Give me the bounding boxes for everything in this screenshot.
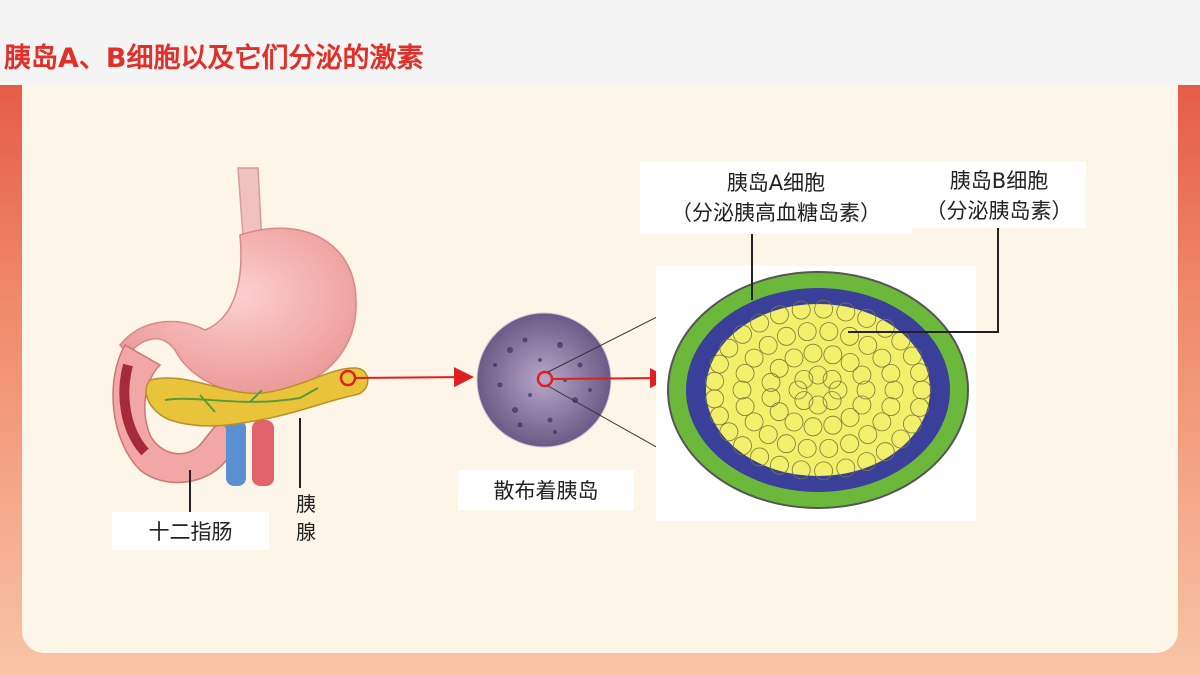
islet-cell	[872, 412, 892, 432]
islet-cell	[858, 335, 878, 355]
islet-cell	[803, 417, 823, 437]
islet-cell	[705, 389, 724, 409]
islet-cell	[903, 414, 922, 434]
islet-cell	[808, 365, 828, 385]
b-cell-label: 胰岛B细胞 （分泌胰岛素）	[912, 162, 1086, 228]
islet-cell	[710, 354, 729, 374]
islet-cell	[910, 363, 929, 383]
islet-cell	[823, 415, 843, 435]
islet-cell	[744, 412, 764, 432]
islets-label: 散布着胰岛	[458, 470, 634, 510]
islet-cell	[808, 395, 828, 415]
islet-cell	[852, 395, 872, 415]
islet-cell	[719, 338, 739, 358]
stomach	[119, 227, 357, 396]
islet-cell	[788, 380, 808, 400]
histology-section	[476, 312, 612, 448]
islet-cell	[903, 346, 922, 366]
duodenum-label: 十二指肠	[112, 512, 269, 550]
islet-cell	[794, 391, 814, 411]
a-cell-label-line1: 胰岛A细胞	[726, 171, 826, 195]
vein	[226, 420, 246, 486]
islet-cell	[719, 422, 739, 442]
islet-cell	[819, 322, 839, 342]
islet-cell	[761, 372, 781, 392]
islet-cell	[791, 460, 811, 480]
islet-cell	[858, 425, 878, 445]
islet-cell	[828, 380, 848, 400]
islet-cell	[784, 348, 804, 368]
islet-cell	[875, 318, 895, 338]
pancreas-label-line2: 腺	[296, 520, 316, 544]
islet-cell	[840, 408, 860, 427]
islet-cell	[814, 299, 833, 319]
pancreas-label-line1: 胰	[296, 492, 316, 516]
islet-cell	[823, 345, 843, 365]
islet-cell	[710, 406, 729, 426]
arrow-2	[551, 368, 670, 389]
header-bar	[0, 0, 1200, 85]
islet-cell	[791, 300, 811, 320]
islet-cell	[875, 442, 895, 462]
islet-cell	[732, 380, 752, 400]
page-title: 胰岛A、B细胞以及它们分泌的激素	[4, 43, 424, 74]
b-cell-label-line2: （分泌胰岛素）	[925, 199, 1073, 223]
islet-cell	[769, 402, 789, 422]
arrow-1	[355, 367, 474, 388]
islet-cell	[784, 412, 804, 432]
islet-cell	[735, 397, 755, 417]
islet-cell	[872, 348, 892, 368]
islet-cell	[769, 358, 789, 378]
islet-cell	[705, 371, 724, 391]
islet-cell	[794, 369, 814, 389]
pancreas-label: 胰 腺	[285, 490, 327, 550]
islet-cell	[803, 343, 823, 363]
islet-cell	[910, 397, 929, 417]
islet-cell	[733, 324, 752, 344]
islet-cell	[852, 365, 872, 385]
islet-cell	[733, 436, 752, 456]
islet-cell	[814, 461, 833, 481]
islet-cell	[750, 447, 769, 467]
islet-cell	[735, 363, 755, 383]
islet-cell	[836, 302, 856, 322]
islet-cell	[797, 438, 817, 458]
islet-cell	[758, 425, 778, 445]
islet-cell	[857, 308, 877, 328]
islet-enlarged	[667, 271, 969, 509]
islet-cell	[822, 391, 842, 411]
islet-cell	[777, 326, 796, 346]
islet-cell	[884, 380, 904, 400]
a-cell-label-line2: （分泌胰高血糖岛素）	[671, 201, 881, 225]
islet-cell	[881, 363, 901, 383]
islet-cell	[750, 313, 769, 333]
b-cell-label-line1: 胰岛B细胞	[949, 169, 1049, 193]
islet-cell	[856, 380, 876, 400]
islet-cell	[761, 388, 781, 408]
islet-cell	[881, 397, 901, 417]
islet-cell	[797, 322, 817, 342]
islet-cell	[822, 369, 842, 389]
islet-cell	[840, 326, 859, 346]
islet-cell	[770, 455, 789, 475]
pancreas-marker	[339, 369, 357, 387]
artery	[252, 420, 274, 486]
islet-cell	[744, 348, 764, 368]
islet-cell	[857, 452, 877, 472]
islet-cell	[836, 458, 856, 478]
islet-cell	[758, 335, 778, 355]
islet-cell	[840, 434, 859, 454]
islet-cell	[819, 438, 839, 458]
islet-cell	[777, 434, 796, 454]
islet-cell	[840, 353, 860, 372]
a-cell-label: 胰岛A细胞 （分泌胰高血糖岛素）	[640, 162, 912, 234]
islet-cell	[770, 305, 789, 325]
islet-cell	[891, 429, 911, 449]
